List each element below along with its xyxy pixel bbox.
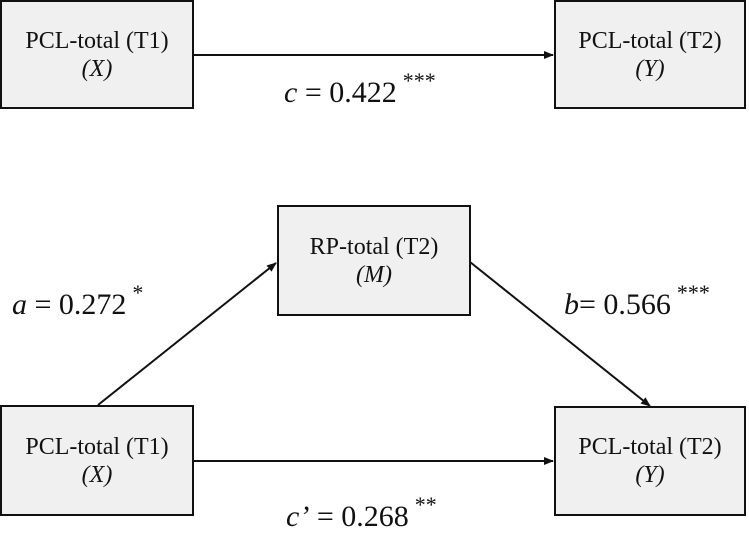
top-y-box: PCL-total (T2) (Y) — [554, 0, 746, 109]
mediator-box: RP-total (T2) (M) — [277, 205, 471, 316]
coef-value: = 0.272 — [27, 288, 127, 321]
coef-value: = 0.566 — [579, 288, 671, 321]
coef-symbol: c’ — [286, 500, 310, 533]
box-role: (X) — [81, 461, 113, 488]
box-name: PCL-total (T1) — [25, 27, 169, 54]
path-a-label: a = 0.272* — [12, 280, 143, 324]
top-x-box: PCL-total (T1) (X) — [0, 0, 194, 109]
box-name: PCL-total (T1) — [25, 433, 169, 460]
box-name: PCL-total (T2) — [578, 434, 722, 460]
arrow-b — [469, 261, 651, 407]
coef-symbol: c — [284, 76, 298, 109]
path-b-label: b= 0.566*** — [564, 280, 710, 324]
box-name: RP-total (T2) — [309, 233, 439, 260]
box-role: (Y) — [635, 55, 665, 82]
coef-symbol: b — [564, 288, 579, 321]
box-role: (M) — [356, 261, 392, 288]
path-c-prime-label: c’ = 0.268** — [286, 492, 437, 536]
coef-value: = 0.268 — [309, 500, 409, 533]
coef-significance: *** — [402, 68, 436, 93]
box-role: (Y) — [635, 462, 665, 488]
coef-significance: ** — [414, 492, 437, 517]
coef-significance: *** — [676, 280, 710, 305]
coef-value: = 0.422 — [297, 76, 397, 109]
coef-symbol: a — [12, 288, 27, 321]
box-name: PCL-total (T2) — [578, 27, 722, 54]
bottom-y-box: PCL-total (T2) (Y) — [554, 406, 746, 516]
bottom-x-box: PCL-total (T1) (X) — [0, 405, 194, 516]
arrow-a — [97, 262, 277, 406]
box-role: (X) — [81, 55, 113, 82]
coef-significance: * — [132, 280, 144, 305]
path-c-label: c = 0.422*** — [284, 68, 436, 112]
